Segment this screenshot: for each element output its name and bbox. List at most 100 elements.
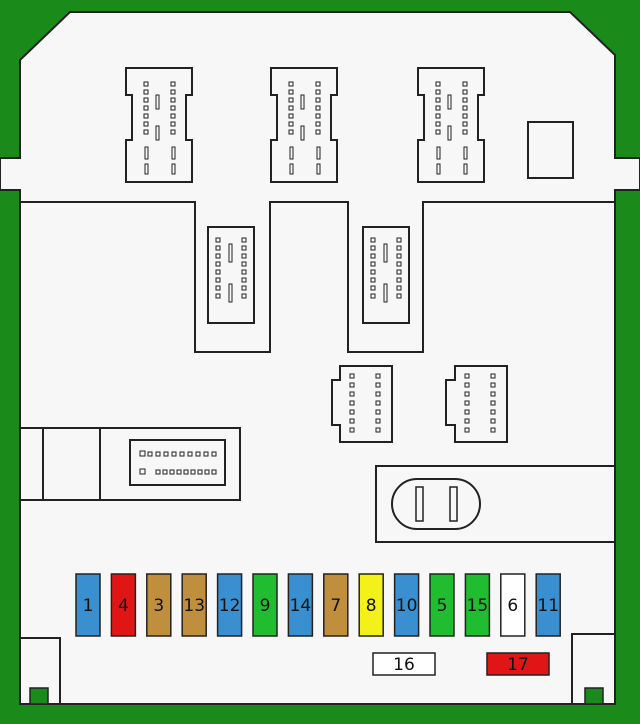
connector-pin (315, 113, 321, 119)
connector-pin (490, 391, 496, 397)
fuse-11[interactable]: 11 (535, 573, 561, 637)
connector-pin (197, 469, 203, 475)
connector-pin (315, 97, 321, 103)
connector-pin (143, 81, 149, 87)
connector-pin (288, 121, 294, 127)
connector-slot (436, 163, 441, 175)
connector-slot (383, 243, 388, 263)
connector-pin (462, 81, 468, 87)
connector-slot (463, 146, 468, 160)
connector-pin (396, 245, 402, 251)
connector-pin (170, 81, 176, 87)
connector-pin (462, 121, 468, 127)
connector-pin (215, 261, 221, 267)
connector-pin (396, 261, 402, 267)
connector-pin (435, 97, 441, 103)
connector-pin (241, 237, 247, 243)
connector-pin (215, 253, 221, 259)
connector-pin (315, 121, 321, 127)
connector-pin (370, 277, 376, 283)
connector-pin (215, 269, 221, 275)
connector-slot (228, 283, 233, 303)
fuse-13[interactable]: 13 (181, 573, 207, 637)
connector-pin (462, 97, 468, 103)
fuse-12[interactable]: 12 (216, 573, 243, 637)
connector-pin (215, 277, 221, 283)
fuse-10[interactable]: 10 (393, 573, 420, 637)
connector-pin (215, 293, 221, 299)
fuse-label: 1 (83, 596, 94, 616)
connector-pin (462, 105, 468, 111)
fuse-body (535, 573, 561, 637)
connector-pin (315, 105, 321, 111)
connector-pin (349, 373, 355, 379)
connector-pin (190, 469, 196, 475)
connector-pin (370, 293, 376, 299)
connector-slot (463, 163, 468, 175)
fuse-label: 10 (396, 596, 418, 616)
fuse-body (110, 573, 137, 637)
fuse-16[interactable]: 16 (372, 652, 436, 676)
fuse-label: 12 (219, 596, 241, 616)
connector-pin (370, 261, 376, 267)
connector-pin (370, 269, 376, 275)
relay-terminal (415, 486, 424, 522)
connector-pin (375, 382, 381, 388)
connector-pin (490, 409, 496, 415)
fuse-3[interactable]: 3 (146, 573, 172, 637)
connector-pin (241, 293, 247, 299)
connector-pin (349, 382, 355, 388)
fuse-6[interactable]: 6 (500, 573, 526, 637)
connector-pin (464, 373, 470, 379)
connector-pin (396, 277, 402, 283)
connector-pin (370, 285, 376, 291)
fuse-14[interactable]: 14 (287, 573, 314, 637)
connector-slot (316, 163, 321, 175)
connector-pin-layer (139, 81, 496, 475)
connector-pin (315, 129, 321, 135)
connector-pin (139, 468, 146, 475)
fuse-body (146, 573, 172, 637)
fuse-7[interactable]: 7 (323, 573, 349, 637)
connector-pin (204, 469, 210, 475)
connector-pin (288, 105, 294, 111)
connector-pin (176, 469, 182, 475)
connector-pin (464, 409, 470, 415)
top-right-block (527, 121, 574, 179)
connector-pin (215, 285, 221, 291)
fuse-body (75, 573, 101, 637)
connector-pin (179, 451, 185, 457)
connector-pin (462, 113, 468, 119)
connector-pin (315, 81, 321, 87)
connector-pin (163, 451, 169, 457)
fuse-label: 13 (183, 596, 205, 616)
fuse-label: 16 (393, 655, 415, 675)
left-block-outline (20, 427, 241, 501)
fuse-label: 17 (507, 655, 529, 675)
fuse-4[interactable]: 4 (110, 573, 137, 637)
fuse-body (358, 573, 384, 637)
connector-pin (490, 427, 496, 433)
connector-pin (315, 89, 321, 95)
fuse-5[interactable]: 5 (429, 573, 455, 637)
connector-pin (143, 129, 149, 135)
fuse-17[interactable]: 17 (486, 652, 550, 676)
connector-pin (215, 245, 221, 251)
fuse-15[interactable]: 15 (464, 573, 491, 637)
connector-slot (436, 146, 441, 160)
connector-pin (288, 89, 294, 95)
fuse-9[interactable]: 9 (252, 573, 278, 637)
fuse-body (216, 573, 243, 637)
connector-pin (375, 373, 381, 379)
connector-pin (435, 81, 441, 87)
connector-pin (170, 129, 176, 135)
connector-pin (375, 391, 381, 397)
fuse-1[interactable]: 1 (75, 573, 101, 637)
connector-pin (143, 89, 149, 95)
connector-pin (288, 129, 294, 135)
connector-pin (203, 451, 209, 457)
connector-pin (464, 400, 470, 406)
fuse-8[interactable]: 8 (358, 573, 384, 637)
connector-pin (170, 97, 176, 103)
